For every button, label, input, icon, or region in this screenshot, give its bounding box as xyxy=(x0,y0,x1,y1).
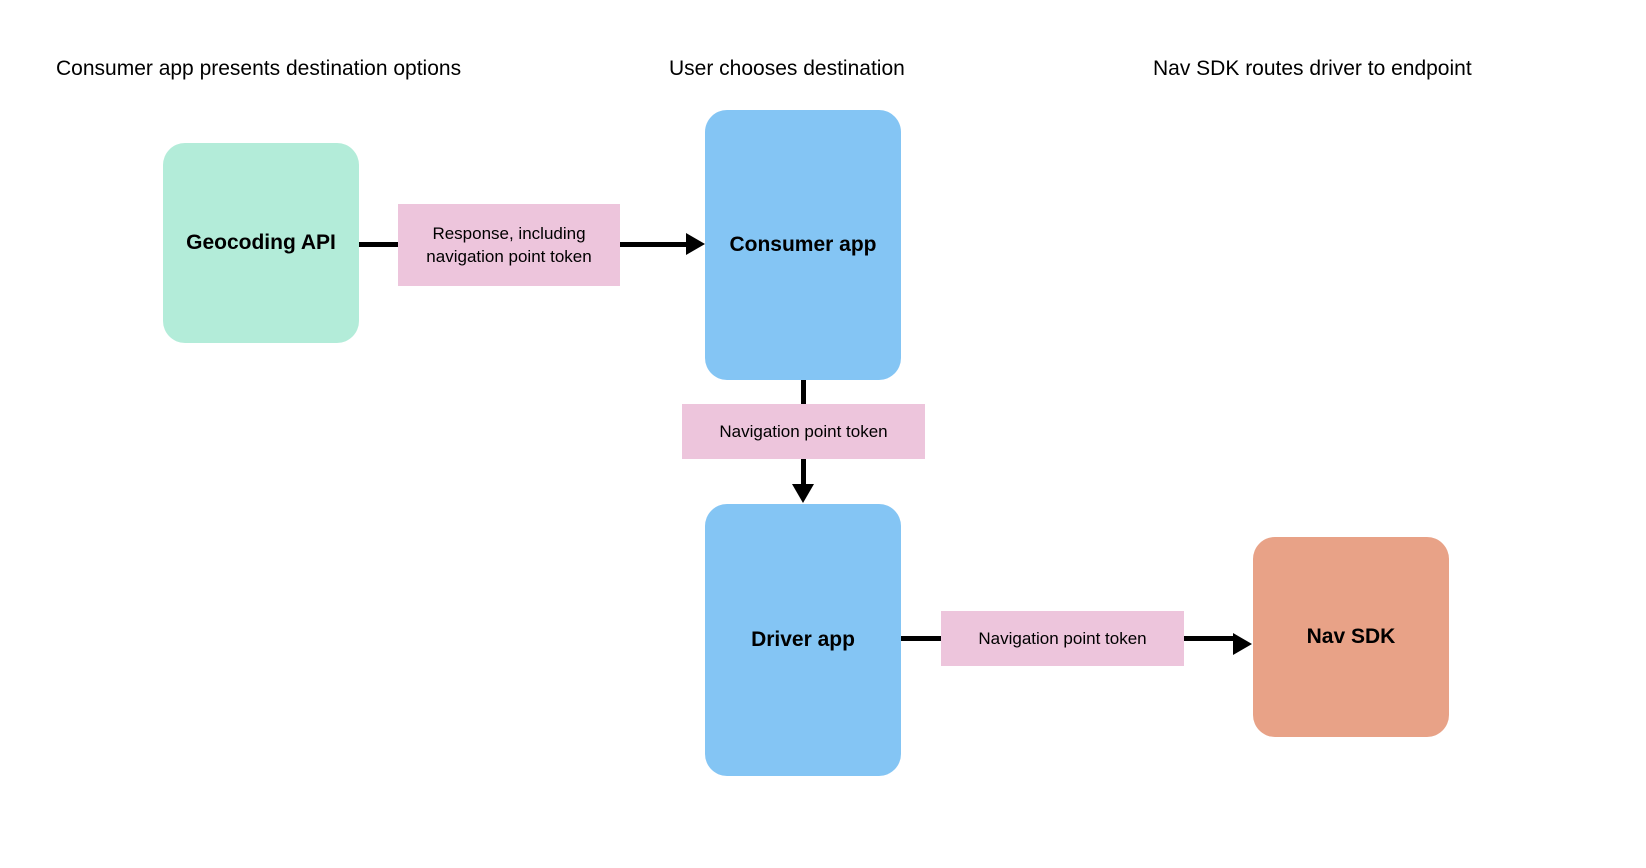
connector-response-label-to-consumer-app xyxy=(620,242,689,247)
edge-label-navigation-point-token-vertical: Navigation point token xyxy=(682,404,925,459)
connector-geocoding-to-response-label xyxy=(359,242,399,247)
node-geocoding-api: Geocoding API xyxy=(163,143,359,343)
node-nav-sdk: Nav SDK xyxy=(1253,537,1449,737)
arrowhead-right-into-nav-sdk xyxy=(1233,633,1252,655)
column-heading-user: User chooses destination xyxy=(669,57,905,80)
node-driver-app: Driver app xyxy=(705,504,901,776)
connector-nav-token-label-to-driver-app xyxy=(801,459,806,487)
arrowhead-down-into-driver-app xyxy=(792,484,814,503)
edge-label-navigation-point-token-horizontal: Navigation point token xyxy=(941,611,1184,666)
column-heading-navsdk: Nav SDK routes driver to endpoint xyxy=(1153,57,1472,80)
connector-nav-token-label-to-nav-sdk xyxy=(1184,636,1236,641)
edge-label-response-including-navigation-point-token: Response, including navigation point tok… xyxy=(398,204,620,286)
connector-driver-app-to-nav-token-label xyxy=(901,636,942,641)
arrowhead-right-into-consumer-app xyxy=(686,233,705,255)
node-consumer-app: Consumer app xyxy=(705,110,901,380)
connector-consumer-app-to-nav-token-label xyxy=(801,380,806,405)
column-heading-consumer: Consumer app presents destination option… xyxy=(56,57,462,80)
